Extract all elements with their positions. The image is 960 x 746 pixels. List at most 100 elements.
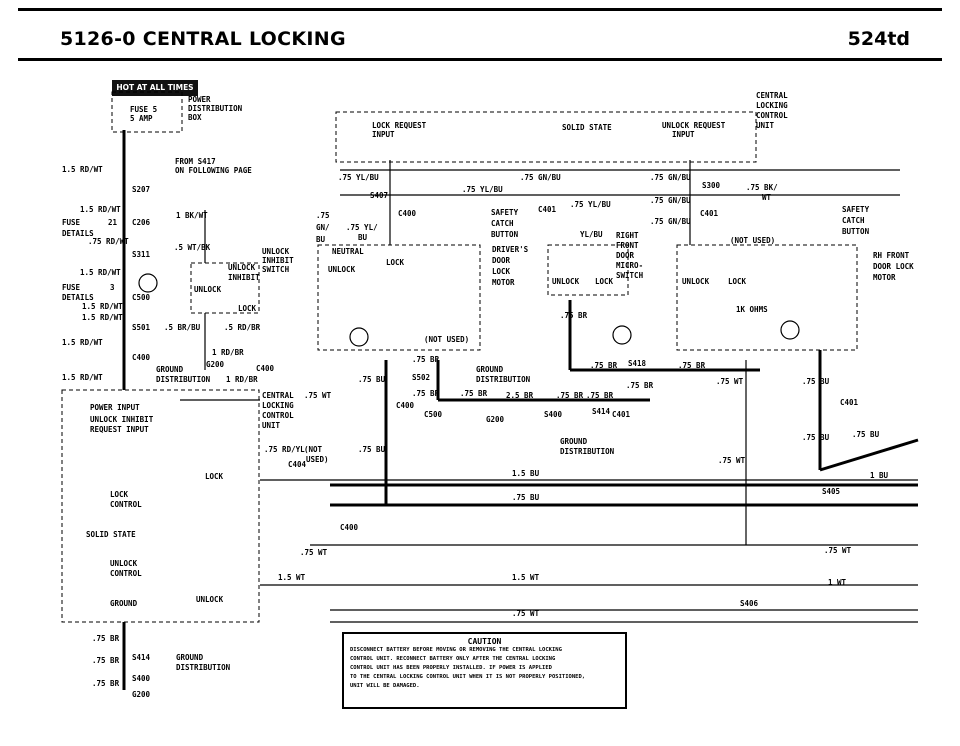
fuse5-label: FUSE 5 [130,105,157,114]
wire-label: .75 BR [560,311,588,320]
from-s417-label: FROM S417 [175,157,216,166]
caution-line: UNIT WILL BE DAMAGED. [350,683,420,689]
micro-switch-label: RIGHT [616,231,639,240]
micro-switch-label: FRONT [616,241,639,250]
splice-label: S414 [592,407,611,416]
connector-label: C400 [340,523,359,532]
wire-label: .75 WT [300,548,328,557]
driver-lock-box [317,244,481,351]
rh-lock-box [676,244,858,351]
not-used-label: USED) [306,455,329,464]
ccu-pin-label: UNLOCK INHIBIT [90,415,154,424]
wire-label: .75 BR [412,389,440,398]
driver-lock-label: DOOR [492,256,511,265]
splice-label: S407 [370,191,388,200]
ccu-lock-label: CONTROL [110,500,142,509]
micro-switch-label: SWITCH [616,271,644,280]
wire-label: .5 WT/BK [174,243,211,252]
wire-label: .75 GN/BU [650,196,691,205]
header-rule-bottom [18,58,942,61]
ground-label: GROUND [560,437,588,446]
wire-label: 1.5 RD/WT [82,313,123,322]
wire-label: .75 YL/BU [570,200,611,209]
power-dist-label: POWER [188,95,211,104]
wire-label: .75 WT [718,456,746,465]
ground-label: GROUND [156,365,184,374]
wire-label: 1.5 RD/WT [80,268,121,277]
unlock-label: UNLOCK [196,595,224,604]
ccu-pin-label: POWER INPUT [90,403,140,412]
safety-catch-label: CATCH [842,216,865,225]
caution-title: CAUTION [467,637,502,646]
wire-label: 1 RD/BR [212,348,244,357]
ccu-input-box [335,111,757,163]
ccu-label: UNIT [262,421,281,430]
ccu-label: LOCKING [262,401,294,410]
solid-state-label: SOLID STATE [562,123,612,132]
connector-label: C400 [396,401,415,410]
wire-label: .75 BR [556,391,584,400]
splice-label: S400 [132,674,151,683]
micro-switch-box [547,244,629,296]
wire-label: 1.5 WT [512,573,540,582]
resistor-label: 1K OHMS [736,305,768,314]
details-label: DETAILS [62,293,94,302]
caution-line: CONTROL UNIT. RECONNECT BATTERY ONLY AFT… [350,656,556,662]
wire-label: 2.5 BR [506,391,534,400]
switch-position-label: LOCK [238,304,257,313]
wire-label: .5 BR/BU [164,323,201,332]
lock-label: LOCK [728,277,747,286]
micro-switch-label: DOOR [616,251,635,260]
solid-state-label: SOLID STATE [86,530,136,539]
wire-label: .75 BU [358,375,386,384]
wire-label: .75 GN/BU [520,173,561,182]
wire-label: WT [762,193,772,202]
connector-label: C400 [256,364,275,373]
ccu-unlock-label: UNLOCK [110,559,138,568]
splice-label: S406 [740,599,759,608]
ccu-label: CENTRAL [756,91,788,100]
wiring-diagram: POWER DISTRIBUTION BOX FUSE 5 5 AMP FROM… [61,91,919,699]
wire-label: .75 BU [852,430,880,439]
unlock-label: UNLOCK [682,277,710,286]
wire-label: .75 BR [626,381,654,390]
safety-catch-label: SAFETY [491,208,519,217]
unlock-label: UNLOCK [328,265,356,274]
header-rule-top [18,8,942,11]
ccu-pin-label: REQUEST INPUT [90,425,149,434]
connector-label: C401 [612,410,631,419]
wire-label: GN/ [316,223,330,232]
caution-box: CAUTION DISCONNECT BATTERY BEFORE MOVING… [342,632,627,709]
not-used-label: (NOT USED) [424,335,469,344]
wire-label: .75 BR [586,391,614,400]
lock-request-label: LOCK REQUEST [372,121,427,130]
wire-label: .75 BK/ [746,183,778,192]
connector-label: C206 [132,218,151,227]
fuse-box [111,91,183,133]
ground-label: G200 [206,360,225,369]
switch-icon [612,325,632,345]
model-code: 524td [847,28,910,50]
unlock-request-label: UNLOCK REQUEST [662,121,726,130]
wire-label: .75 BR [92,656,120,665]
splice-label: S501 [132,323,151,332]
wire-label: 1.5 BU [512,469,540,478]
ground-label: G200 [486,415,505,424]
splice-label: S300 [702,181,721,190]
lock-label: LOCK [205,472,224,481]
caution-line: DISCONNECT BATTERY BEFORE MOVING OR REMO… [350,647,562,653]
lock-label: LOCK [386,258,405,267]
splice-label: S207 [132,185,150,194]
splice-label: S414 [132,653,151,662]
following-page-label: ON FOLLOWING PAGE [175,166,252,175]
ccu-label: CONTROL [262,411,294,420]
safety-catch-label: CATCH [491,219,514,228]
micro-switch-label: MICRO- [616,261,643,270]
driver-lock-label: LOCK [492,267,511,276]
wire-label: .75 RD/WT [88,237,129,246]
wire-label: 1.5 RD/WT [62,373,103,382]
distribution-label: DISTRIBUTION [476,375,531,384]
distribution-label: DISTRIBUTION [560,447,615,456]
driver-motor-icon [349,327,369,347]
wire-label: 1.5 WT [278,573,306,582]
